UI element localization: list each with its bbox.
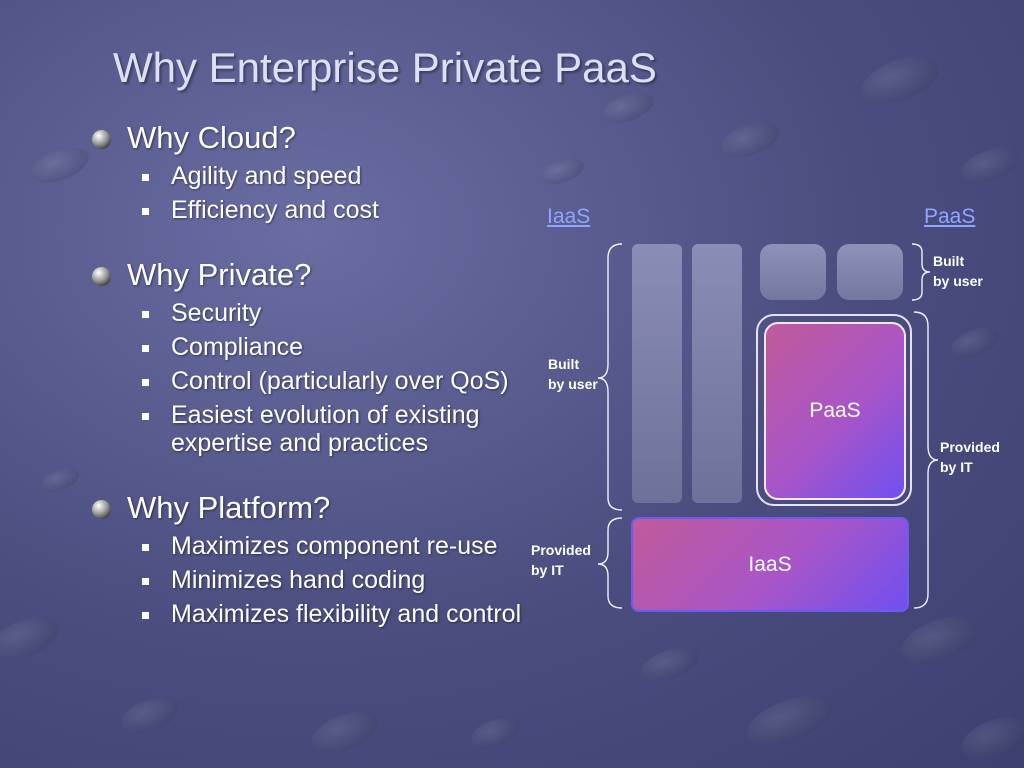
bullet-item: Easiest evolution of existing expertise … [90,401,551,457]
paas-frame [756,314,912,506]
bullet-text: Efficiency and cost [171,196,379,224]
square-bullet-icon [142,544,149,551]
bullet-text: Maximizes flexibility and control [171,600,522,628]
section-heading-text: Why Private? [127,257,312,292]
square-bullet-icon [142,174,149,181]
iaas-box-label: IaaS [748,552,792,576]
bullet-item: Maximizes flexibility and control [90,600,570,628]
bullet-item: Efficiency and cost [90,196,570,224]
square-bullet-icon [142,413,149,420]
bullet-text: Easiest evolution of existing expertise … [171,401,480,457]
iaas-header-link[interactable]: IaaS [547,205,591,228]
square-bullet-icon [142,208,149,215]
left-provided-by-it-label: Provided by IT [531,542,591,578]
bullet-text: Agility and speed [171,162,362,190]
sphere-bullet-icon [92,267,111,286]
section-heading-platform: Why Platform? [90,490,570,526]
slide-title: Why Enterprise Private PaaS [113,44,657,91]
sphere-bullet-icon [92,500,111,519]
bullet-text: Maximizes component re-use [171,532,498,560]
bullet-text: Control (particularly over QoS) [171,367,509,395]
bullet-item: Security [90,299,570,327]
left-brace-icon [597,517,623,609]
right-brace-icon [911,243,931,301]
bullet-text: Minimizes hand coding [171,566,426,594]
bullet-item: Minimizes hand coding [90,566,570,594]
square-bullet-icon [142,578,149,585]
app-column [692,244,742,503]
iaas-box: IaaS [631,517,909,612]
bullet-item: Compliance [90,333,570,361]
square-bullet-icon [142,311,149,318]
sphere-bullet-icon [92,130,111,149]
bullet-item: Maximizes component re-use [90,532,570,560]
bullet-list: Why Cloud? Agility and speed Efficiency … [90,120,570,634]
bullet-text: Compliance [171,333,304,361]
app-tile [837,244,903,300]
left-built-by-user-label: Built by user [548,356,598,392]
paas-box-label: PaaS [809,399,861,422]
app-tile [760,244,826,300]
section-heading-private: Why Private? [90,257,570,293]
bullet-item: Agility and speed [90,162,570,190]
bullet-item: Control (particularly over QoS) [90,367,570,395]
right-provided-by-it-label: Provided by IT [940,439,1000,475]
app-column [632,244,682,503]
square-bullet-icon [142,379,149,386]
square-bullet-icon [142,345,149,352]
paas-header-link[interactable]: PaaS [924,205,976,228]
left-brace-icon [597,243,623,511]
square-bullet-icon [142,612,149,619]
section-heading-text: Why Platform? [127,490,331,525]
bullet-text: Security [171,299,262,327]
section-heading-cloud: Why Cloud? [90,120,570,156]
section-heading-text: Why Cloud? [127,120,296,155]
right-brace-icon [913,311,939,609]
right-built-by-user-label: Built by user [933,253,983,289]
paas-box: PaaS [764,322,906,500]
